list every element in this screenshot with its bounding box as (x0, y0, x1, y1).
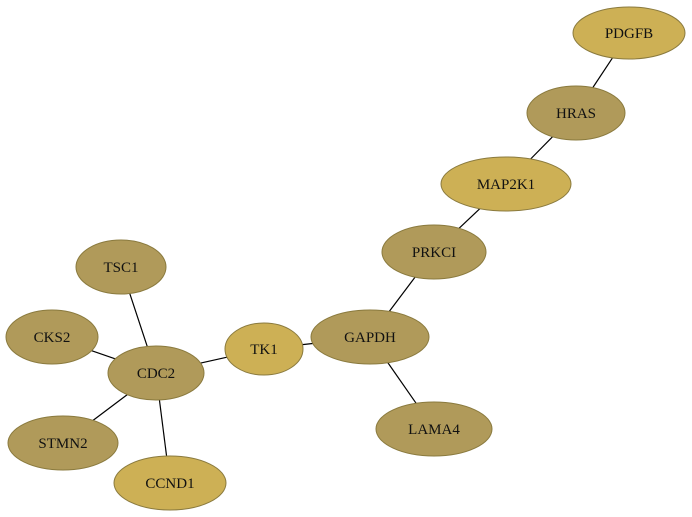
node-label: GAPDH (344, 330, 396, 346)
node-map2k1: MAP2K1 (440, 156, 572, 212)
node-label: HRAS (556, 106, 596, 122)
edge-cdc2-ccnd1 (158, 399, 168, 457)
node-pdgfb: PDGFB (572, 6, 686, 60)
node-ellipse (375, 401, 493, 457)
node-label: CDC2 (137, 366, 175, 382)
node-label: TK1 (250, 342, 278, 358)
node-label: MAP2K1 (477, 177, 535, 193)
node-ccnd1: CCND1 (113, 455, 227, 511)
node-hras: HRAS (526, 85, 626, 141)
node-label: CKS2 (34, 330, 71, 346)
node-stmn2: STMN2 (7, 415, 119, 471)
node-ellipse (440, 156, 572, 212)
node-tk1: TK1 (224, 322, 304, 376)
node-ellipse (75, 239, 167, 295)
node-label: PDGFB (605, 26, 653, 42)
node-ellipse (113, 455, 227, 511)
edge-cdc2-tsc1 (129, 293, 148, 347)
node-tsc1: TSC1 (75, 239, 167, 295)
node-gapdh: GAPDH (310, 309, 430, 365)
node-ellipse (381, 224, 487, 280)
edge-tk1-cdc2 (200, 356, 228, 364)
node-label: STMN2 (38, 436, 87, 452)
node-label: CCND1 (145, 476, 194, 492)
edge-prkci-gapdh (388, 276, 416, 312)
edge-map2k1-prkci (458, 208, 481, 229)
node-lama4: LAMA4 (375, 401, 493, 457)
node-prkci: PRKCI (381, 224, 487, 280)
node-label: LAMA4 (408, 422, 460, 438)
node-ellipse (310, 309, 430, 365)
node-ellipse (7, 415, 119, 471)
node-ellipse (107, 345, 205, 401)
edges-layer (91, 57, 614, 457)
node-cdc2: CDC2 (107, 345, 205, 401)
edge-cdc2-stmn2 (92, 394, 128, 421)
node-ellipse (572, 6, 686, 60)
node-label: PRKCI (412, 245, 456, 261)
edge-gapdh-tk1 (302, 342, 313, 346)
edge-gapdh-lama4 (387, 362, 417, 404)
edge-hras-map2k1 (530, 136, 554, 160)
edge-pdgfb-hras (592, 57, 614, 88)
node-cks2: CKS2 (5, 309, 99, 365)
node-ellipse (526, 85, 626, 141)
edge-cdc2-cks2 (91, 350, 116, 360)
node-ellipse (5, 309, 99, 365)
node-label: TSC1 (103, 260, 138, 276)
node-ellipse (224, 322, 304, 376)
